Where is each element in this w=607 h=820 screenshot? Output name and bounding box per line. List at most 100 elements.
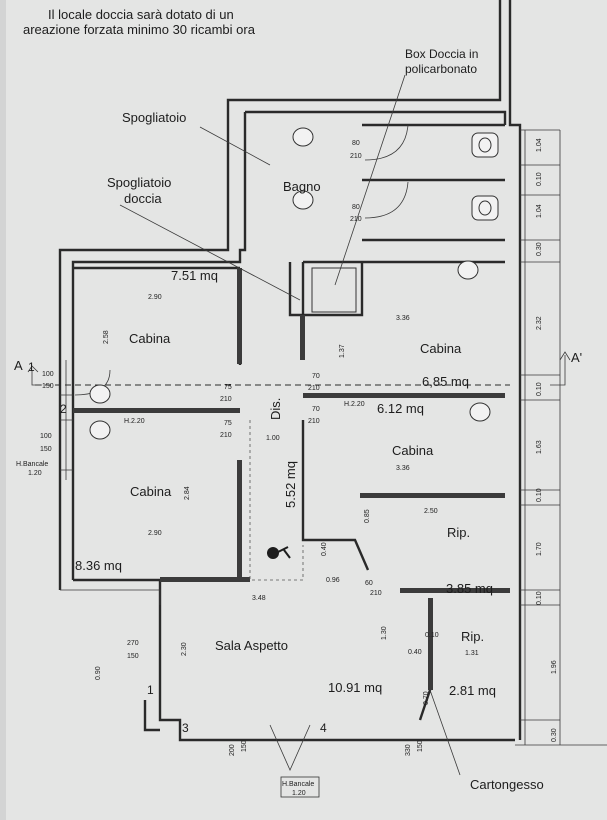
svg-text:70: 70 bbox=[312, 406, 320, 413]
svg-text:200: 200 bbox=[229, 744, 236, 756]
svg-text:3.48: 3.48 bbox=[252, 595, 266, 602]
area-label: 10.91 mq bbox=[328, 680, 382, 695]
room-rip-2: Rip. bbox=[461, 629, 484, 644]
area-label: 5.52 mq bbox=[283, 461, 298, 508]
leader-spogliatoio-doccia bbox=[119, 204, 301, 301]
room-spogliatoio: Spogliatoio bbox=[122, 110, 186, 125]
svg-text:0.10: 0.10 bbox=[425, 632, 439, 639]
svg-text:1.70: 1.70 bbox=[536, 542, 543, 556]
note-box-doccia-2: policarbonato bbox=[405, 62, 477, 76]
wheelchair-icon bbox=[267, 546, 291, 559]
svg-text:150: 150 bbox=[40, 446, 52, 453]
sink-icon bbox=[457, 260, 479, 280]
room-cabina-1: Cabina bbox=[129, 331, 171, 346]
window-label: H.Bancale bbox=[16, 461, 48, 468]
svg-text:80: 80 bbox=[352, 204, 360, 211]
window-label: 1.20 bbox=[28, 470, 42, 477]
partition-i bbox=[428, 598, 433, 690]
room-bagno: Bagno bbox=[283, 179, 321, 194]
partition-c bbox=[237, 460, 242, 578]
room-cabina-4: Cabina bbox=[130, 484, 172, 499]
area-label: 8.36 mq bbox=[75, 558, 122, 573]
note-box-doccia-1: Box Doccia in bbox=[405, 47, 478, 61]
svg-text:0.70: 0.70 bbox=[423, 691, 430, 705]
section-arrow-left bbox=[27, 365, 42, 386]
svg-text:0.90: 0.90 bbox=[95, 666, 102, 680]
bottom-window-lines bbox=[269, 724, 311, 771]
svg-text:210: 210 bbox=[308, 418, 320, 425]
svg-text:75: 75 bbox=[224, 384, 232, 391]
door-swing-bagno-2 bbox=[364, 181, 409, 219]
room-dis: Dis. bbox=[268, 398, 283, 420]
window-label-box bbox=[280, 776, 320, 798]
svg-text:0.10: 0.10 bbox=[536, 172, 543, 186]
left-window-area bbox=[60, 394, 161, 605]
partition-e bbox=[73, 408, 240, 413]
svg-text:0.96: 0.96 bbox=[326, 577, 340, 584]
svg-text:0.30: 0.30 bbox=[536, 242, 543, 256]
svg-text:0.40: 0.40 bbox=[408, 649, 422, 656]
room-sala-aspetto: Sala Aspetto bbox=[215, 638, 288, 653]
svg-text:1.04: 1.04 bbox=[536, 204, 543, 218]
window-label: 1.20 bbox=[292, 790, 306, 797]
svg-text:2.90: 2.90 bbox=[148, 530, 162, 537]
svg-text:3.36: 3.36 bbox=[396, 465, 410, 472]
toilet-icon bbox=[471, 195, 499, 221]
leader-spogliatoio bbox=[199, 126, 271, 166]
svg-text:100: 100 bbox=[42, 371, 54, 378]
svg-text:210: 210 bbox=[350, 153, 362, 160]
section-label-right: A' bbox=[571, 350, 582, 365]
toilet-icon bbox=[471, 132, 499, 158]
note-ventilation-2: areazione forzata minimo 30 ricambi ora bbox=[23, 22, 256, 37]
partition-a bbox=[237, 268, 242, 364]
svg-text:0.30: 0.30 bbox=[551, 728, 558, 742]
outer-wall-right bbox=[508, 0, 522, 740]
note-cartongesso: Cartongesso bbox=[470, 777, 544, 792]
svg-text:3.36: 3.36 bbox=[396, 315, 410, 322]
svg-text:1.63: 1.63 bbox=[536, 440, 543, 454]
room-spogliatoio-doccia-2: doccia bbox=[124, 191, 162, 206]
window-label: H.Bancale bbox=[282, 781, 314, 788]
marker-label: 2 bbox=[60, 402, 67, 416]
room-spogliatoio-doccia-1: Spogliatoio bbox=[107, 175, 171, 190]
svg-text:150: 150 bbox=[417, 740, 424, 752]
svg-text:150: 150 bbox=[127, 653, 139, 660]
section-arrow-right bbox=[550, 351, 571, 386]
note-ventilation-1: Il locale doccia sarà dotato di un bbox=[48, 7, 234, 22]
corridor-dashed bbox=[249, 420, 304, 581]
partition-f bbox=[303, 393, 505, 398]
svg-text:60: 60 bbox=[365, 580, 373, 587]
svg-text:2.90: 2.90 bbox=[148, 294, 162, 301]
area-label: 7.51 mq bbox=[171, 268, 218, 283]
area-label: 3.85 mq bbox=[446, 581, 493, 596]
svg-text:150: 150 bbox=[42, 383, 54, 390]
section-label-left: A bbox=[14, 358, 23, 373]
svg-text:210: 210 bbox=[220, 432, 232, 439]
outer-wall-right-thin bbox=[515, 130, 607, 746]
sink-icon bbox=[89, 420, 111, 440]
svg-text:150: 150 bbox=[241, 740, 248, 752]
svg-text:210: 210 bbox=[308, 385, 320, 392]
door-height-label: H.2.20 bbox=[124, 418, 145, 425]
svg-text:0.85: 0.85 bbox=[364, 509, 371, 523]
marker-label: 4 bbox=[320, 721, 327, 735]
area-label: 6,85 mq bbox=[422, 374, 469, 389]
svg-text:2.58: 2.58 bbox=[103, 330, 110, 344]
area-label: 2.81 mq bbox=[449, 683, 496, 698]
marker-label: 1 bbox=[28, 360, 35, 374]
paper-margin-left bbox=[0, 0, 6, 820]
partition-h bbox=[400, 588, 510, 593]
svg-text:70: 70 bbox=[312, 373, 320, 380]
svg-text:0.10: 0.10 bbox=[536, 488, 543, 502]
partition-d bbox=[160, 577, 250, 582]
svg-text:2.84: 2.84 bbox=[184, 486, 191, 500]
svg-text:2.32: 2.32 bbox=[536, 316, 543, 330]
svg-text:330: 330 bbox=[405, 744, 412, 756]
svg-text:1.00: 1.00 bbox=[266, 435, 280, 442]
svg-text:0.40: 0.40 bbox=[321, 542, 328, 556]
svg-text:210: 210 bbox=[350, 216, 362, 223]
svg-text:1.96: 1.96 bbox=[551, 660, 558, 674]
room-rip-1: Rip. bbox=[447, 525, 470, 540]
partition-b bbox=[300, 315, 305, 360]
svg-text:270: 270 bbox=[127, 640, 139, 647]
